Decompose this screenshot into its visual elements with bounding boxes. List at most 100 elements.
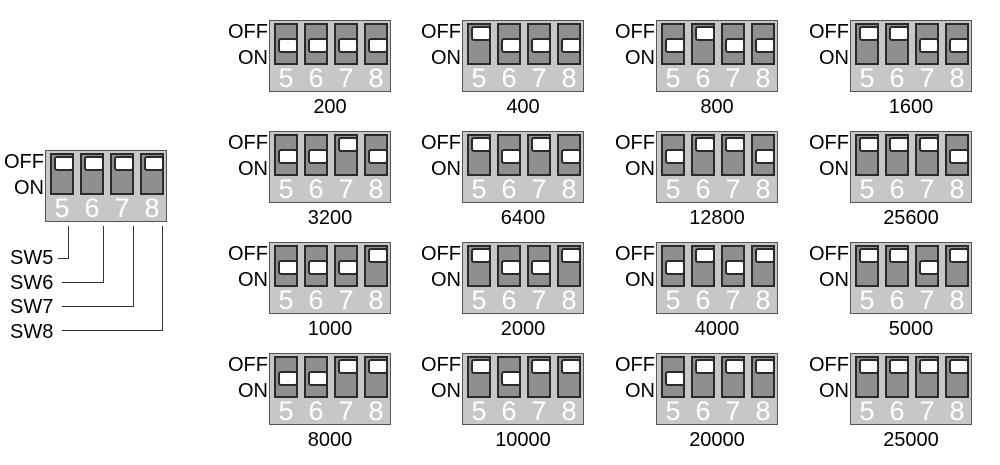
switch-7 <box>334 134 358 176</box>
on-label: ON <box>625 47 655 69</box>
switch-number-5: 5 <box>54 193 70 223</box>
switch-6 <box>497 245 521 287</box>
on-label: ON <box>14 177 44 199</box>
switch-knob-on <box>308 149 328 164</box>
switch-knob-off <box>859 359 879 374</box>
switch-6 <box>885 245 909 287</box>
switch-knob-on <box>531 38 551 53</box>
switch-number-8: 8 <box>755 285 771 315</box>
switch-knob-off <box>84 156 104 171</box>
switch-8 <box>751 134 775 176</box>
switch-6 <box>304 134 328 176</box>
off-label: OFF <box>615 243 655 265</box>
switch-number-5: 5 <box>665 63 681 93</box>
connector-sw6-h <box>62 282 104 283</box>
switch-number-8: 8 <box>144 193 160 223</box>
switch-number-5: 5 <box>859 174 875 204</box>
switch-7 <box>721 245 745 287</box>
sw8-label: SW8 <box>10 321 54 343</box>
connector-sw7 <box>133 226 134 307</box>
on-label: ON <box>238 158 268 180</box>
off-label: OFF <box>809 132 849 154</box>
switch-5 <box>855 134 879 176</box>
sw7-label: SW7 <box>10 296 54 318</box>
connector-sw8-h <box>62 330 163 331</box>
connector-sw5-h <box>58 258 69 259</box>
switch-8 <box>945 134 969 176</box>
switch-knob-off <box>755 248 775 263</box>
switch-knob-on <box>755 38 775 53</box>
switch-knob-on <box>501 149 521 164</box>
switch-knob-on <box>561 38 581 53</box>
switch-number-8: 8 <box>755 174 771 204</box>
on-label: ON <box>625 158 655 180</box>
switch-knob-off <box>561 359 581 374</box>
off-label: OFF <box>4 151 44 173</box>
switch-knob-on <box>368 149 388 164</box>
switch-5 <box>274 134 298 176</box>
setting-value: 12800 <box>689 207 745 229</box>
switch-8 <box>364 245 388 287</box>
switch-knob-off <box>561 248 581 263</box>
switch-5 <box>274 245 298 287</box>
switch-knob-off <box>949 359 969 374</box>
switch-number-5: 5 <box>278 396 294 426</box>
on-label: ON <box>431 47 461 69</box>
switch-6 <box>497 356 521 398</box>
switch-number-7: 7 <box>919 285 935 315</box>
switch-7 <box>527 23 551 65</box>
switch-number-5: 5 <box>278 63 294 93</box>
off-label: OFF <box>615 21 655 43</box>
switch-7 <box>527 134 551 176</box>
switch-6 <box>691 245 715 287</box>
switch-number-7: 7 <box>114 193 130 223</box>
connector-sw8 <box>162 226 163 331</box>
switch-knob-off <box>338 359 358 374</box>
switch-number-5: 5 <box>665 285 681 315</box>
switch-knob-on <box>755 149 775 164</box>
on-label: ON <box>819 47 849 69</box>
switch-6 <box>80 153 104 195</box>
switch-number-6: 6 <box>308 285 324 315</box>
switch-8 <box>557 356 581 398</box>
switch-knob-off <box>859 137 879 152</box>
switch-5 <box>467 245 491 287</box>
switch-knob-off <box>368 248 388 263</box>
switch-knob-on <box>278 371 298 386</box>
switch-knob-off <box>695 359 715 374</box>
switch-number-8: 8 <box>368 396 384 426</box>
switch-knob-on <box>338 38 358 53</box>
switch-knob-on <box>308 260 328 275</box>
on-label: ON <box>238 47 268 69</box>
switch-knob-off <box>889 137 909 152</box>
switch-knob-on <box>561 149 581 164</box>
switch-knob-on <box>308 371 328 386</box>
on-label: ON <box>431 269 461 291</box>
switch-number-6: 6 <box>889 63 905 93</box>
switch-knob-off <box>695 248 715 263</box>
switch-number-6: 6 <box>889 396 905 426</box>
switch-number-5: 5 <box>859 285 875 315</box>
switch-number-5: 5 <box>859 63 875 93</box>
connector-sw5 <box>68 226 69 259</box>
switch-knob-off <box>725 359 745 374</box>
switch-number-7: 7 <box>725 63 741 93</box>
switch-6 <box>691 134 715 176</box>
switch-7 <box>721 134 745 176</box>
switch-5 <box>274 23 298 65</box>
switch-knob-on <box>501 260 521 275</box>
switch-number-8: 8 <box>561 396 577 426</box>
switch-number-8: 8 <box>561 63 577 93</box>
on-label: ON <box>819 380 849 402</box>
switch-number-5: 5 <box>665 174 681 204</box>
switch-number-5: 5 <box>471 63 487 93</box>
